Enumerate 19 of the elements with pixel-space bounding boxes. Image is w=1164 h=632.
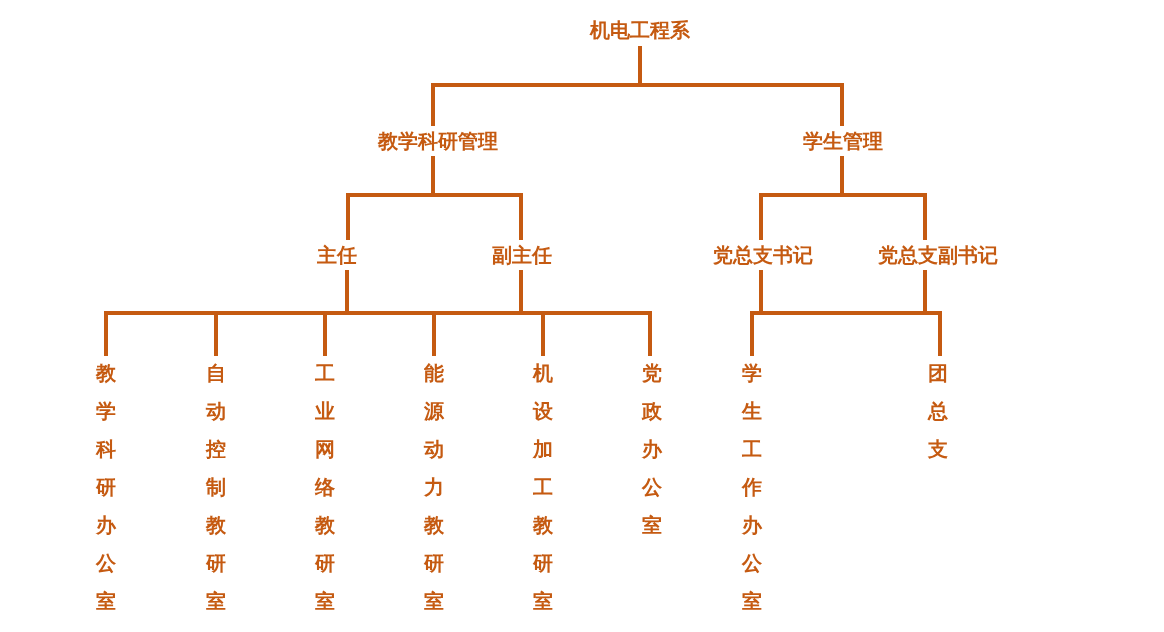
org-unit-label: 能源动力教研室	[422, 354, 446, 620]
org-unit-label: 团总支	[926, 354, 950, 468]
org-unit-label: 党总支副书记	[863, 238, 1013, 272]
org-unit-label: 工业网络教研室	[313, 354, 337, 620]
connector-line	[840, 156, 927, 240]
org-unit-label: 自动控制教研室	[204, 354, 228, 620]
connector-line	[638, 46, 844, 126]
connector-line	[923, 270, 942, 356]
org-unit-label: 学生管理	[788, 124, 898, 158]
org-unit-label: 主任	[302, 238, 372, 272]
org-unit-label: 学生工作办公室	[740, 354, 764, 620]
org-unit-label: 党政办公室	[640, 354, 664, 544]
connector-line	[431, 156, 523, 240]
org-unit-label: 副主任	[477, 238, 567, 272]
org-unit-label: 教学科研办公室	[94, 354, 118, 620]
org-unit-label: 机设加工教研室	[531, 354, 555, 620]
org-unit-label: 党总支书记	[698, 238, 828, 272]
org-unit-label: 教学科研管理	[363, 124, 513, 158]
org-unit-label: 机电工程系	[575, 12, 705, 48]
